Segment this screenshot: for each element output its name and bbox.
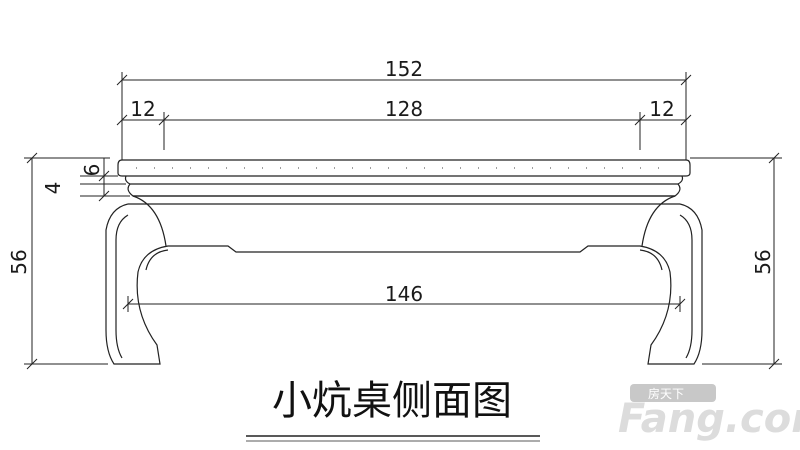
watermark-brand: Fang.com	[618, 396, 800, 442]
watermark-brand-cn: 房天下	[648, 386, 684, 401]
dim-left-overhang: 12	[130, 97, 155, 121]
watermark-logo: 房天下 Fang.com	[618, 384, 800, 442]
dim-inner-width: 128	[385, 97, 423, 121]
dim-leg-span: 146	[385, 282, 423, 306]
dim-left-height: 56	[7, 249, 31, 274]
dimension-lines	[116, 72, 692, 312]
top-moulding-lower	[127, 183, 681, 197]
drawing-title: 小炕桌侧面图	[272, 378, 512, 424]
table-outline	[105, 159, 703, 365]
dim-top-thickness: 6	[80, 164, 104, 177]
top-moulding	[124, 175, 684, 185]
dim-right-height: 56	[751, 249, 775, 274]
tabletop	[117, 159, 691, 177]
dim-right-overhang: 12	[649, 97, 674, 121]
dim-overall-width: 152	[385, 57, 423, 81]
left-leg	[105, 203, 703, 365]
watermark-badge	[630, 384, 716, 402]
vertical-dimension-lines	[24, 152, 782, 370]
dim-apron-height: 4	[41, 182, 65, 195]
